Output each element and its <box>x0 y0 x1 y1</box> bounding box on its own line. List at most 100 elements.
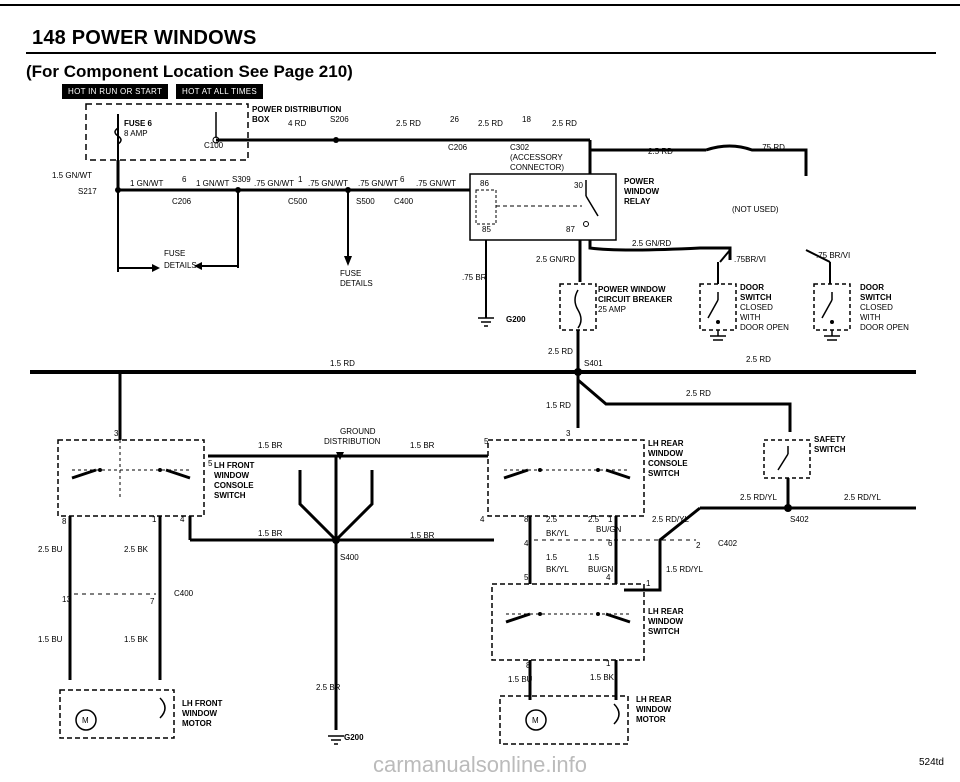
label-25gnrd-b: 2.5 GN/RD <box>536 255 575 264</box>
label-6a: 6 <box>182 175 187 184</box>
label-18: 18 <box>522 115 531 124</box>
label-25rdyl-a: 2.5 RD/YL <box>740 493 777 502</box>
label-8c: 8 <box>526 661 531 670</box>
power-distribution-box <box>85 103 249 161</box>
page-title: 148 POWER WINDOWS <box>32 27 257 49</box>
label-30: 30 <box>574 181 583 190</box>
label-15bk: 1.5 BK <box>124 635 149 644</box>
label-ds5-a: DOOR OPEN <box>740 323 789 332</box>
label-s402: S402 <box>790 515 809 524</box>
label-86: 86 <box>480 179 489 188</box>
label-15rd-a: 1.5 RD <box>330 359 355 368</box>
lh-front-wires <box>68 516 192 680</box>
motor-m-label-front: M <box>82 716 89 725</box>
label-acc2: CONNECTOR) <box>510 163 564 172</box>
label-g200-top: G200 <box>506 315 526 324</box>
label-25rd-d: 2.5 RD <box>648 147 673 156</box>
label-fuse: FUSE 6 <box>124 119 153 128</box>
label-relay2: WINDOW <box>624 187 660 196</box>
ground-distribution <box>190 452 494 745</box>
label-c402: C402 <box>718 539 738 548</box>
label-lhrc1: LH REAR <box>648 439 684 448</box>
label-4c: 4 <box>524 539 529 548</box>
label-relay1: POWER <box>624 177 654 186</box>
label-15rdyl: 1.5 RD/YL <box>666 565 703 574</box>
label-c206: C206 <box>172 197 192 206</box>
label-4d: 4 <box>606 573 611 582</box>
label-bkyl-a: BK/YL <box>546 529 569 538</box>
hot-in-run-badge: HOT IN RUN OR START <box>62 84 169 99</box>
door-switch-right <box>813 283 851 341</box>
label-fuse-details-2: DETAILS <box>164 261 197 270</box>
label-25rd-c: 2.5 RD <box>552 119 577 128</box>
label-4a: 4 <box>180 515 185 524</box>
label-1a: 1 <box>152 515 157 524</box>
label-amp: 8 AMP <box>124 129 148 138</box>
label-lhfm2: WINDOW <box>182 709 218 718</box>
label-75gnwt-b: .75 GN/WT <box>308 179 348 188</box>
label-ds4-a: WITH <box>740 313 761 322</box>
label-bugn-b: BU/GN <box>588 565 614 574</box>
lh-rear-wires <box>528 516 696 700</box>
relay-output-wires <box>478 240 831 327</box>
label-6: 6 <box>608 539 613 548</box>
label-25bk: 2.5 BK <box>124 545 149 554</box>
label-1gnwt-a: 1 GN/WT <box>130 179 163 188</box>
label-ds3-b: CLOSED <box>860 303 893 312</box>
label-25rd-a: 2.5 RD <box>396 119 421 128</box>
label-7: 7 <box>150 597 155 606</box>
label-1c: 1 <box>646 579 651 588</box>
label-lhfc4: SWITCH <box>214 491 246 500</box>
label-5a: 5 <box>484 437 489 446</box>
label-4rd: 4 RD <box>288 119 306 128</box>
label-15gnwt: 1.5 GN/WT <box>52 171 92 180</box>
label-25br: 2.5 BR <box>316 683 341 692</box>
label-lhfc2: WINDOW <box>214 471 250 480</box>
lh-front-motor: M <box>59 689 175 739</box>
label-25bu: 2.5 BU <box>38 545 63 554</box>
label-safety2: SWITCH <box>814 445 846 454</box>
label-lhrm3: MOTOR <box>636 715 666 724</box>
label-ds2-a: SWITCH <box>740 293 772 302</box>
label-25-a: 2.5 <box>546 515 558 524</box>
label-15br-b: 1.5 BR <box>410 441 435 450</box>
label-fuse-details-4: DETAILS <box>340 279 373 288</box>
watermark: carmanualsonline.info <box>372 752 588 777</box>
label-ground1: GROUND <box>340 427 376 436</box>
label-lhfc3: CONSOLE <box>214 481 254 490</box>
label-1gnwt-b: 1 GN/WT <box>196 179 229 188</box>
label-15bk-b: 1.5 BK <box>590 673 615 682</box>
label-25rd-g: 2.5 RD <box>686 389 711 398</box>
label-4b: 4 <box>480 515 485 524</box>
label-relay3: RELAY <box>624 197 651 206</box>
label-acc1: (ACCESSORY <box>510 153 563 162</box>
label-25rdyl-c: 2.5 RD/YL <box>652 515 689 524</box>
label-15-b: 1.5 <box>588 553 600 562</box>
label-cb3: 25 AMP <box>598 305 626 314</box>
lh-rear-motor: M <box>499 695 629 745</box>
main-bus <box>30 368 916 440</box>
door-switch-left <box>699 283 737 341</box>
label-75gnwt-a: .75 GN/WT <box>254 179 294 188</box>
lh-front-console-switch <box>57 439 205 517</box>
label-ground2: DISTRIBUTION <box>324 437 381 446</box>
label-15bu-b: 1.5 BU <box>508 675 533 684</box>
label-lhrs3: SWITCH <box>648 627 680 636</box>
label-75rd: .75 RD <box>760 143 785 152</box>
label-lhrm2: WINDOW <box>636 705 672 714</box>
label-87: 87 <box>566 225 575 234</box>
label-c206-top: C206 <box>448 143 468 152</box>
label-ds3-a: CLOSED <box>740 303 773 312</box>
label-ds2-b: SWITCH <box>860 293 892 302</box>
label-lhrc3: CONSOLE <box>648 459 688 468</box>
lh-rear-window-switch <box>491 583 645 661</box>
power-window-relay <box>469 173 617 241</box>
label-lhrc4: SWITCH <box>648 469 680 478</box>
label-g200-bottom: G200 <box>344 733 364 742</box>
circuit-breaker <box>559 283 597 372</box>
label-1: 1 <box>298 175 303 184</box>
lh-rear-console-switch <box>487 439 645 517</box>
label-c400: C400 <box>394 197 414 206</box>
label-box: BOX <box>252 115 270 124</box>
label-ds4-b: WITH <box>860 313 881 322</box>
